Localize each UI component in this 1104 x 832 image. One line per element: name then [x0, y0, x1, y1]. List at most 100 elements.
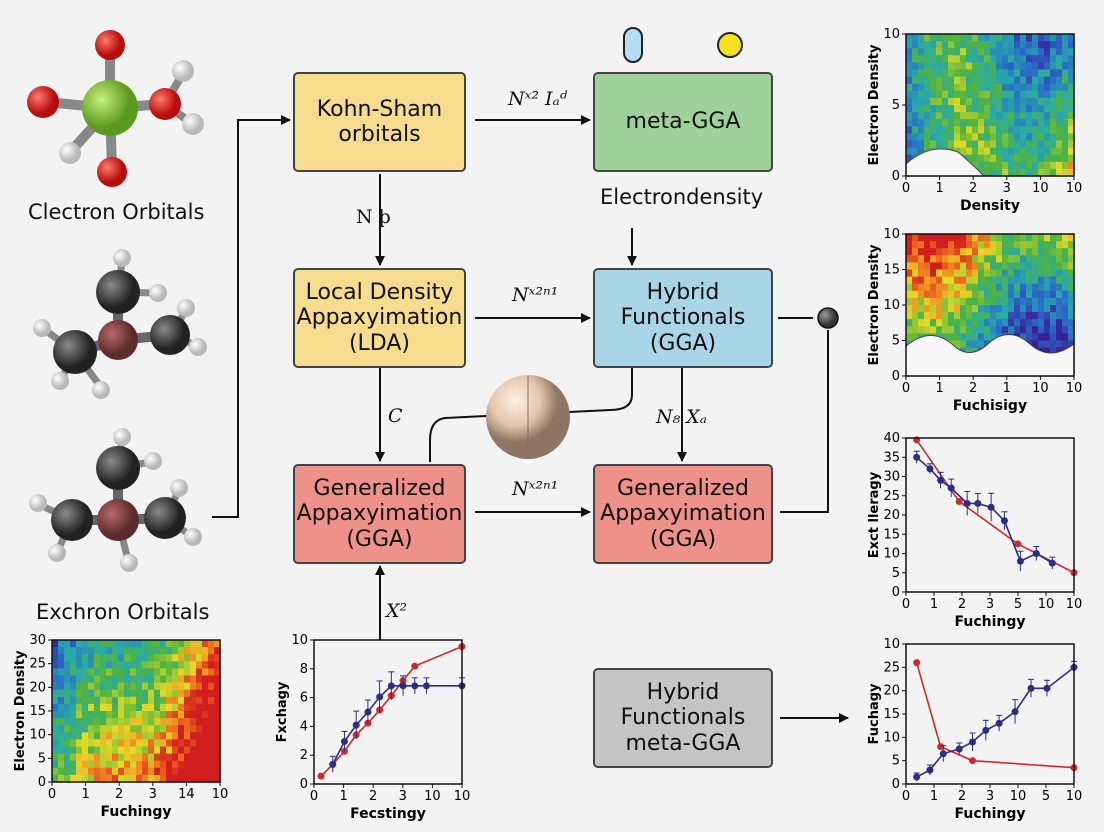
- label-electron-orbitals: Clectron Orbitals: [28, 200, 205, 224]
- series-line: [332, 685, 462, 765]
- data-point: [399, 682, 407, 690]
- data-point: [1043, 684, 1051, 692]
- series-line: [915, 662, 1075, 769]
- x-tick-label: 0: [902, 597, 910, 612]
- y-tick-label: 25: [883, 489, 900, 504]
- box-gga-left[interactable]: Generalized Appaxyimation (GGA): [293, 464, 466, 564]
- x-tick-label: 10: [1066, 597, 1083, 612]
- data-point: [969, 757, 976, 765]
- y-axis-label: Electron Density: [867, 244, 882, 365]
- x-axis-label: Fuchingy: [954, 614, 1025, 630]
- x-tick-label: 14: [178, 787, 195, 802]
- molecule-carbon-icon-2: [29, 428, 202, 572]
- y-tick-label: 8: [300, 662, 308, 677]
- y-axis-label: Electron Density: [867, 44, 882, 165]
- y-tick-label: 10: [883, 227, 900, 242]
- data-point: [387, 682, 395, 690]
- data-point: [1016, 557, 1024, 565]
- edge-label-lda-gga: C: [388, 405, 403, 427]
- x-tick-label: 10: [424, 789, 441, 804]
- x-tick-label: 0: [902, 789, 910, 804]
- x-axis-label: Fuchingy: [100, 804, 171, 820]
- x-tick-label: 10: [1010, 789, 1027, 804]
- y-tick-label: 0: [38, 775, 46, 790]
- x-tick-label: 1: [935, 181, 943, 196]
- y-tick-label: 0: [300, 777, 308, 792]
- y-axis-label: Exct lleragy: [867, 471, 882, 558]
- y-axis-label: Electron Density: [13, 650, 28, 771]
- y-tick-label: 10: [29, 728, 46, 743]
- x-axis-label: Fecstingy: [350, 806, 426, 822]
- y-tick-label: 0: [892, 369, 900, 384]
- box-hybrid-functionals[interactable]: Hybrid Functionals (GGA): [593, 268, 773, 368]
- y-tick-label: 6: [300, 691, 308, 706]
- x-tick-label: 10: [1066, 381, 1083, 396]
- data-point: [926, 766, 934, 774]
- label-exchron-orbitals: Exchron Orbitals: [36, 600, 210, 624]
- data-point: [937, 743, 945, 751]
- y-tick-label: 10: [883, 547, 900, 562]
- series-line: [915, 439, 1075, 574]
- y-tick-label: 15: [883, 707, 900, 722]
- data-point: [987, 503, 995, 511]
- box-hybrid-meta-gga[interactable]: Hybrid Functionals meta-GGA: [593, 668, 773, 768]
- x-tick-label: 0: [310, 789, 318, 804]
- capsule-icon: [623, 27, 643, 63]
- x-tick-label: 3: [986, 597, 994, 612]
- y-tick-label: 40: [883, 431, 900, 446]
- y-tick-label: 2: [300, 748, 308, 763]
- x-axis-label: Fuchisigy: [953, 398, 1027, 414]
- edge-label-lda-hybrid: Nˣ²ⁿ¹: [512, 284, 559, 306]
- x-tick-label: 1: [81, 787, 89, 802]
- x-tick-label: 1: [935, 381, 943, 396]
- data-point: [1048, 559, 1056, 567]
- plot-frame: [313, 639, 463, 785]
- y-tick-label: 10: [883, 637, 900, 652]
- y-tick-label: 25: [883, 660, 900, 675]
- y-tick-label: 5: [38, 751, 46, 766]
- x-tick-label: 10: [1032, 181, 1049, 196]
- y-tick-label: 10: [883, 298, 900, 313]
- x-tick-label: 10: [454, 789, 471, 804]
- x-tick-label: 2: [958, 789, 966, 804]
- x-tick-label: 2: [369, 789, 377, 804]
- data-point: [1014, 540, 1022, 548]
- data-point: [995, 719, 1003, 727]
- data-point: [329, 760, 337, 768]
- sphere-icon: [486, 375, 570, 459]
- label-electron-density: Electrondensity: [600, 185, 764, 209]
- data-point: [317, 772, 325, 780]
- x-tick-label: 10: [1032, 381, 1049, 396]
- y-tick-label: 0: [892, 777, 900, 792]
- x-tick-label: 5: [1042, 789, 1050, 804]
- molecule-carbon-icon: [33, 249, 207, 399]
- box-kohn-sham[interactable]: Kohn-Sham orbitals: [293, 72, 466, 172]
- molecule-green-icon: [27, 30, 204, 187]
- x-tick-label: 2: [969, 181, 977, 196]
- y-tick-label: 5: [892, 566, 900, 581]
- y-tick-label: 20: [883, 508, 900, 523]
- heatmap-wave: [905, 334, 1075, 377]
- connector-hybrid-side: [778, 317, 829, 513]
- y-tick-label: 20: [883, 684, 900, 699]
- box-gga-right[interactable]: Generalized Appaxyimation (GGA): [593, 464, 773, 564]
- data-point: [340, 737, 348, 745]
- data-point: [947, 484, 955, 492]
- data-point: [1027, 684, 1035, 692]
- data-point: [411, 682, 419, 690]
- box-meta-gga[interactable]: meta-GGA: [593, 72, 773, 172]
- data-point: [364, 708, 372, 716]
- x-tick-label: 1: [339, 789, 347, 804]
- x-tick-label: 0: [48, 787, 56, 802]
- arrow-molecules-to-kohn-sham: [212, 115, 291, 518]
- x-tick-label: 1: [930, 597, 938, 612]
- box-lda[interactable]: Local Density Appaxyimation (LDA): [293, 268, 466, 368]
- y-tick-label: 0: [892, 585, 900, 600]
- x-tick-label: 2: [969, 381, 977, 396]
- heatmap-cells: [906, 34, 1075, 177]
- x-tick-label: 0: [902, 181, 910, 196]
- x-tick-label: 2: [958, 597, 966, 612]
